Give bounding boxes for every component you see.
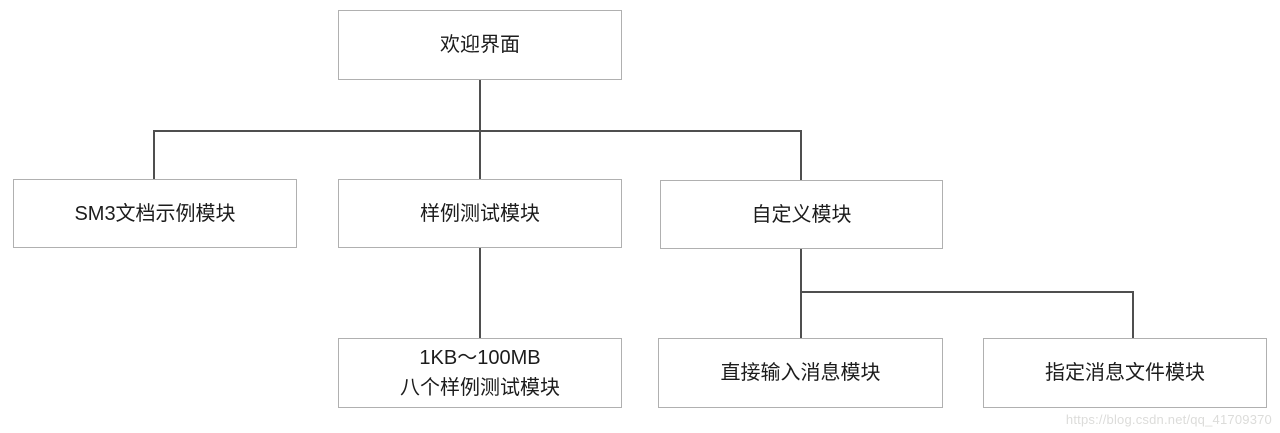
node-sm3-doc-example-label: SM3文档示例模块 [74,202,236,225]
node-direct-input-message-label: 直接输入消息模块 [720,362,881,384]
connector-specify-drop [1132,291,1134,338]
node-custom-module-label: 自定义模块 [751,203,852,226]
node-welcome: 欢迎界面 [338,10,622,80]
connector-level1-horizontal [153,130,802,132]
connector-custom-to-direct [800,249,802,338]
node-welcome-label: 欢迎界面 [440,34,520,56]
node-specify-message-file-label: 指定消息文件模块 [1045,362,1205,384]
node-sample-test-label: 样例测试模块 [420,202,540,225]
node-direct-input-message: 直接输入消息模块 [658,338,943,408]
node-sample-test: 样例测试模块 [338,179,622,248]
node-custom-module: 自定义模块 [660,180,943,249]
connector-level2-horizontal [800,291,1134,293]
node-kb-samples-line2: 八个样例测试模块 [400,377,560,399]
connector-sm3-drop [153,130,155,179]
csdn-watermark: https://blog.csdn.net/qq_41709370 [1065,412,1272,427]
node-kb-samples: 1KB～100MB 八个样例测试模块 [338,338,622,408]
connector-sample-to-kb [479,248,481,338]
node-kb-samples-line1: 1KB～100MB [419,347,541,369]
node-specify-message-file: 指定消息文件模块 [983,338,1267,408]
connector-custom-drop [800,130,802,180]
node-sm3-doc-example: SM3文档示例模块 [13,179,297,248]
connector-welcome-down [479,80,481,179]
